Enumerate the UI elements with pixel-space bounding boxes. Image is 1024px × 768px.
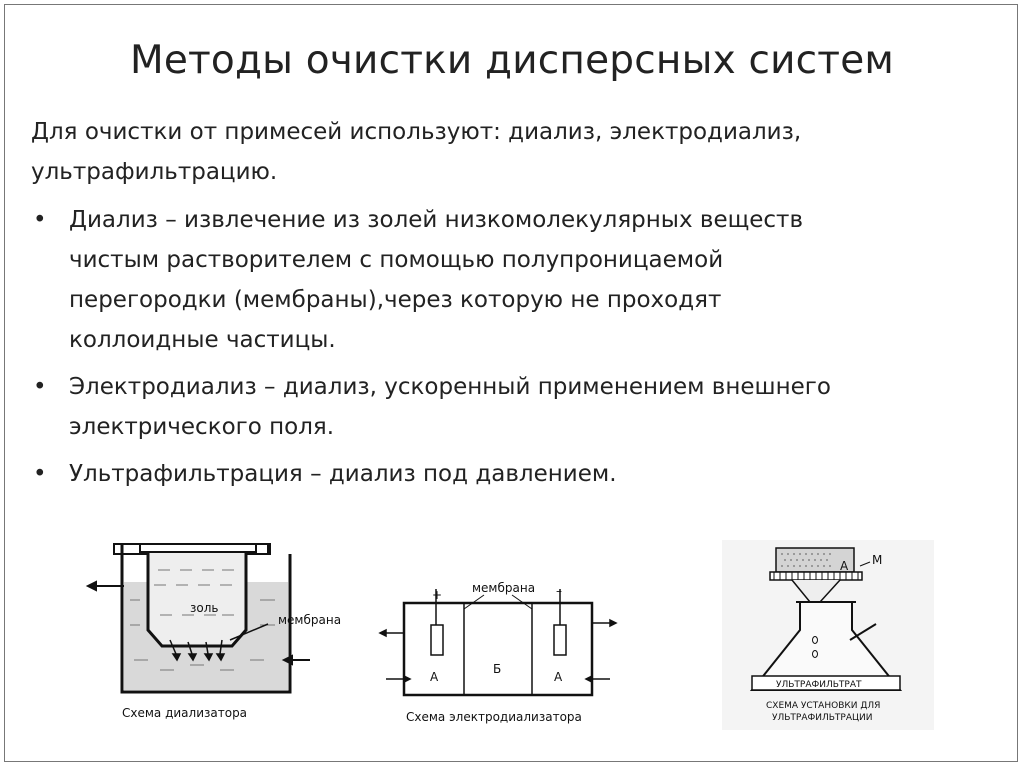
bullet-line: Электродиализ – диализ, ускоренный приме… xyxy=(69,374,831,400)
electrode-right xyxy=(553,624,567,656)
bullet-line: Диализ – извлечение из золей низкомолеку… xyxy=(69,207,804,233)
bullet-marker: • xyxy=(33,374,47,400)
flow-arrows-icon xyxy=(378,618,618,684)
bullet-line: электрического поля. xyxy=(69,414,335,440)
membrane-pointer-left xyxy=(463,594,485,610)
inner-vessel xyxy=(146,550,248,648)
sol-hatching xyxy=(130,569,275,671)
bullet-dialysis: • Диализ – извлечение из золей низкомоле… xyxy=(31,200,991,360)
label-m: М xyxy=(872,553,882,567)
inlet-arrow-icon xyxy=(281,654,310,666)
chamber-a-left-label: А xyxy=(430,670,439,684)
diffusion-arrows xyxy=(169,639,226,662)
ultrafiltrate-layer xyxy=(751,675,901,691)
ultrafiltration-caption-line1: СХЕМА УСТАНОВКИ ДЛЯ xyxy=(766,701,880,711)
plus-label: + xyxy=(432,588,442,602)
reservoir-dots xyxy=(781,553,831,567)
label-a: А xyxy=(840,559,849,573)
bullet-list: • Диализ – извлечение из золей низкомоле… xyxy=(31,200,991,501)
droplet xyxy=(812,650,818,658)
bullet-marker: • xyxy=(33,461,47,487)
dialyzer-caption: Схема диализатора xyxy=(122,706,247,720)
chamber-a-right-label: А xyxy=(554,670,563,684)
dialyzer-figure: золь мембрана Схема диализатора xyxy=(70,530,370,730)
bullet-line: коллоидные частицы. xyxy=(69,327,336,353)
ultrafiltration-figure: А М УЛЬТРАФИЛЬТРАТ СХЕМА УСТАНОВКИ ДЛЯ У… xyxy=(722,540,934,730)
inner-rim xyxy=(139,543,257,553)
minus-label: – xyxy=(556,584,562,598)
ultrafiltration-caption-line2: УЛЬТРАФИЛЬТРАЦИИ xyxy=(772,713,872,723)
membrane-hatching xyxy=(773,572,859,580)
bullet-line: перегородки (мембраны),через которую не … xyxy=(69,287,722,313)
sol-label: золь xyxy=(190,601,218,615)
electrodialyzer-caption: Схема электродиализатора xyxy=(406,710,582,724)
bullet-ultrafiltration: • Ультрафильтрация – диализ под давление… xyxy=(31,454,991,494)
membrane-pointer xyxy=(229,623,269,641)
outlet-arrow-icon xyxy=(85,580,124,592)
electrodialyzer-figure: + – мембрана А Б А Схема электродиализат… xyxy=(372,575,622,735)
chamber-b-label: Б xyxy=(493,662,501,676)
bullet-line: чистым растворителем с помощью полупрони… xyxy=(69,247,724,273)
label-m-pointer xyxy=(859,561,871,567)
membrane-pointer-right xyxy=(511,594,533,610)
electrode-left xyxy=(430,624,444,656)
intro-text: Для очистки от примесей используют: диал… xyxy=(31,119,802,185)
droplet xyxy=(812,636,818,644)
outer-vessel xyxy=(120,544,292,694)
electrodialyzer-cell xyxy=(402,601,594,697)
bullet-line: Ультрафильтрация – диализ под давлением. xyxy=(69,461,617,487)
bullet-marker: • xyxy=(33,207,47,233)
flask-side-arm xyxy=(849,623,877,641)
membrane-label: мембрана xyxy=(472,581,535,595)
bullet-electrodialysis: • Электродиализ – диализ, ускоренный при… xyxy=(31,367,991,447)
membrane-label: мембрана xyxy=(278,613,341,627)
slide-frame xyxy=(4,4,1018,762)
slide-title: Методы очистки дисперсных систем xyxy=(129,38,895,83)
ultrafiltrate-label: УЛЬТРАФИЛЬТРАТ xyxy=(776,680,862,690)
